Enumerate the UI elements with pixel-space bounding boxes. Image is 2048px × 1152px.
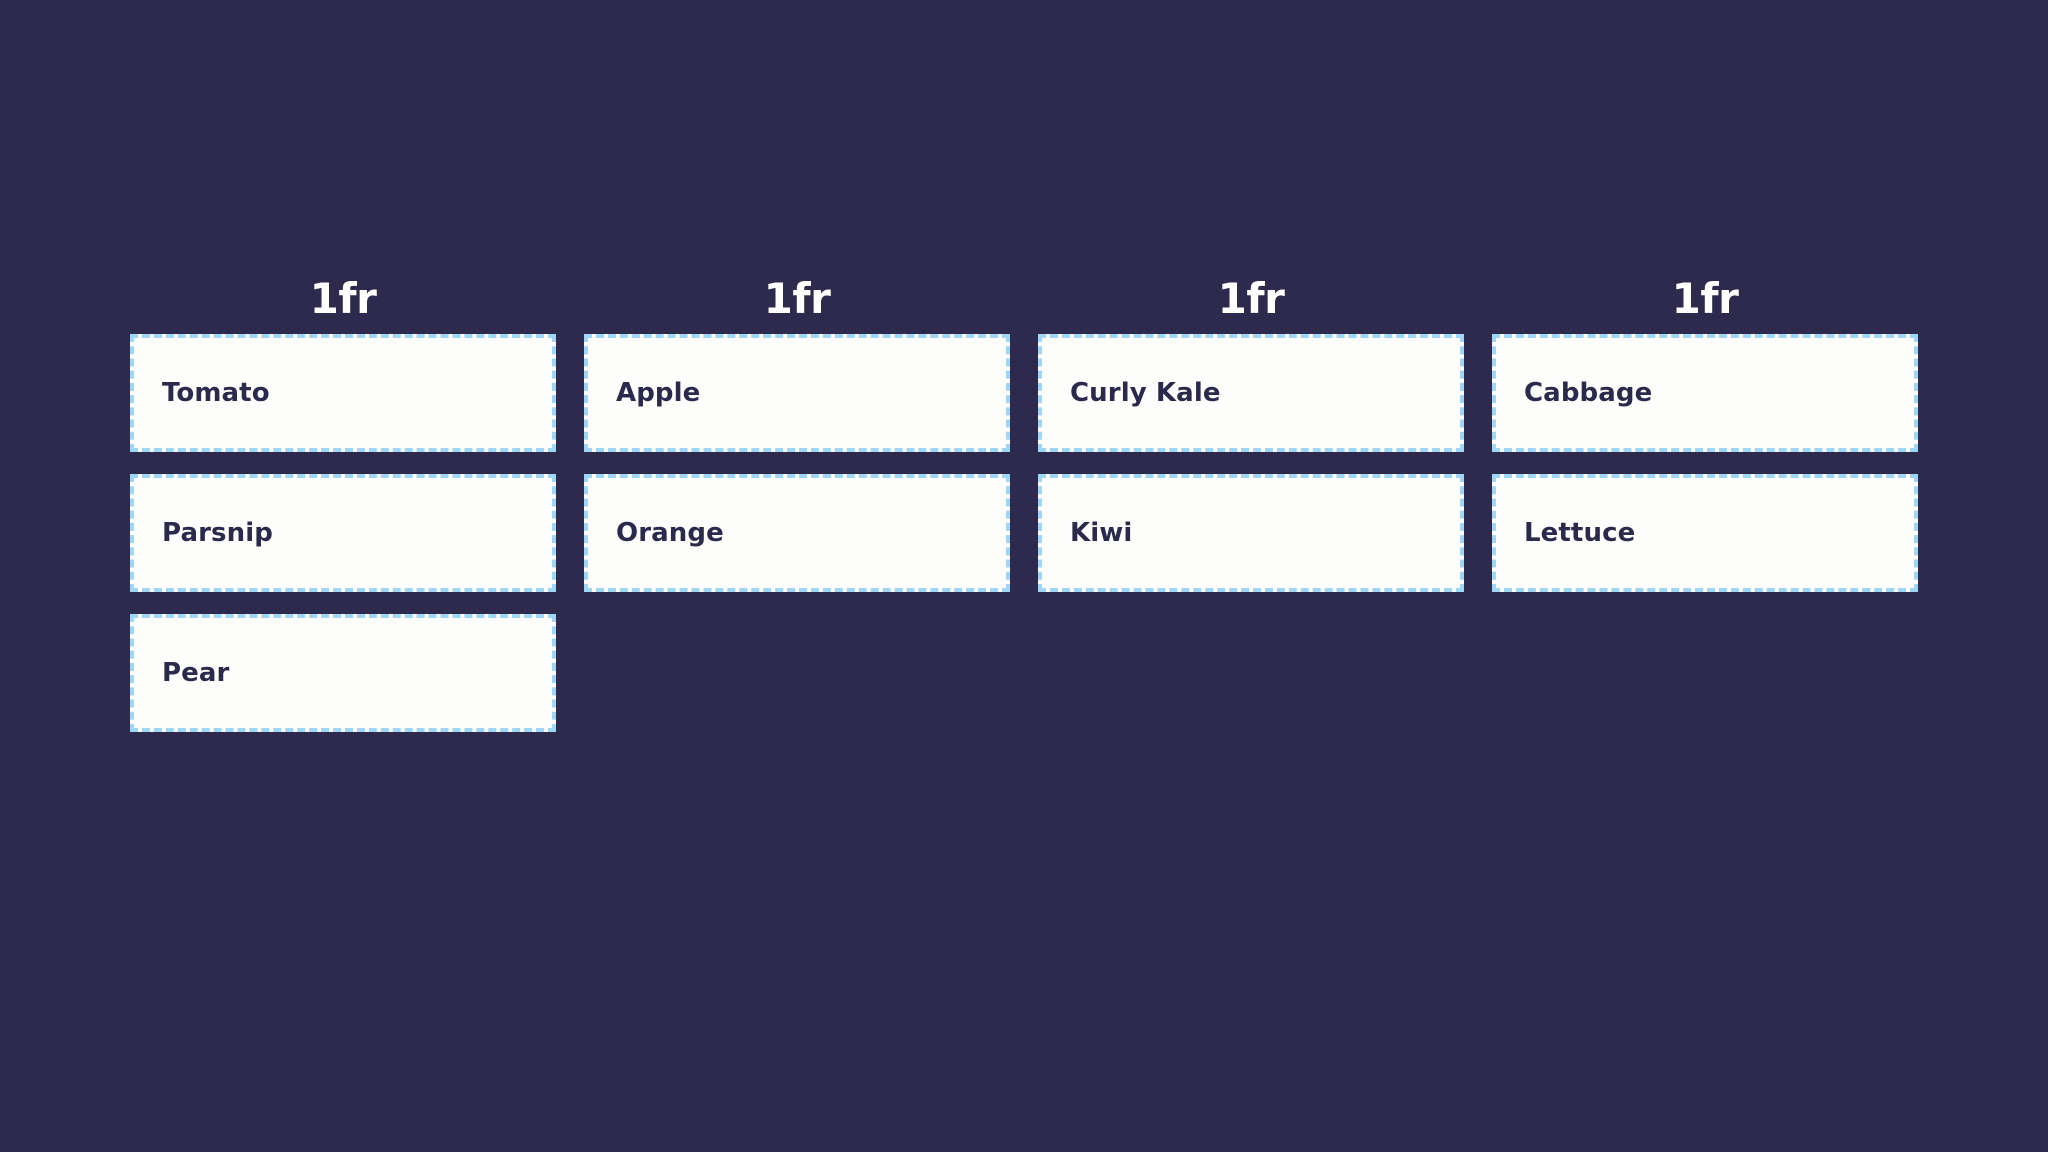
grid-container: Tomato Apple Curly Kale Cabbage Parsnip … (130, 334, 1918, 732)
grid-item-label: Curly Kale (1070, 378, 1221, 408)
grid-item[interactable]: Curly Kale (1038, 334, 1464, 452)
grid-item[interactable]: Kiwi (1038, 474, 1464, 592)
grid-item-label: Orange (616, 518, 724, 548)
track-label-column-1: 1fr (309, 274, 377, 323)
grid-item[interactable]: Tomato (130, 334, 556, 452)
track-label-column-4: 1fr (1671, 274, 1739, 323)
grid-item[interactable]: Cabbage (1492, 334, 1918, 452)
track-label-column-3: 1fr (1217, 274, 1285, 323)
column-track-labels: 1fr 1fr 1fr 1fr (130, 278, 1918, 320)
grid-item[interactable]: Parsnip (130, 474, 556, 592)
grid-item[interactable]: Apple (584, 334, 1010, 452)
grid-item-label: Lettuce (1524, 518, 1636, 548)
grid-item[interactable]: Lettuce (1492, 474, 1918, 592)
track-label-column-2: 1fr (763, 274, 831, 323)
grid-item[interactable]: Pear (130, 614, 556, 732)
grid-item-label: Cabbage (1524, 378, 1653, 408)
grid-item-label: Pear (162, 658, 230, 688)
grid-item-label: Apple (616, 378, 701, 408)
grid-item-label: Parsnip (162, 518, 273, 548)
grid-demo-wrapper: 1fr 1fr 1fr 1fr Tomato Apple Curly Kale … (130, 278, 1918, 732)
grid-item-label: Kiwi (1070, 518, 1133, 548)
grid-item[interactable]: Orange (584, 474, 1010, 592)
grid-item-label: Tomato (162, 378, 270, 408)
